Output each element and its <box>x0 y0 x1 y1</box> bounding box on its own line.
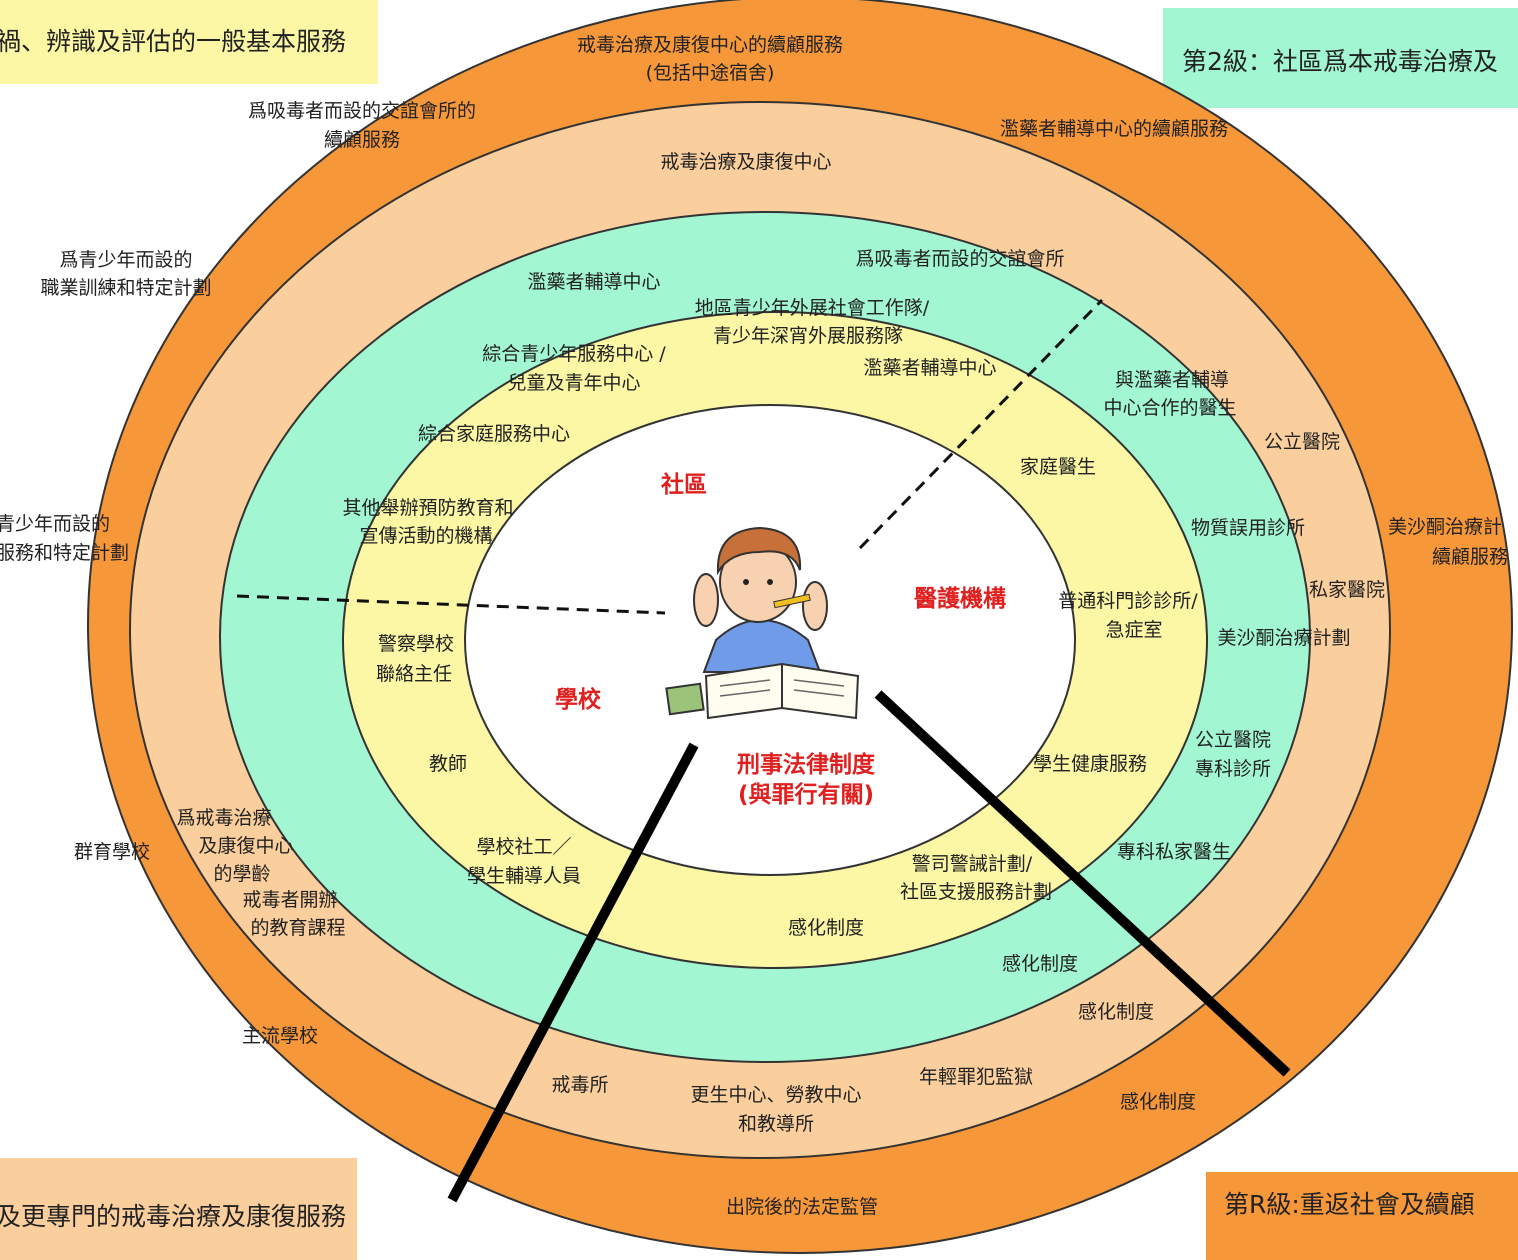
sector-community-label: 社區 <box>661 471 707 498</box>
ring3-school-item: 的學齡 <box>213 863 270 885</box>
sector-justice-label-line1: 刑事法律制度 <box>737 751 876 778</box>
ring4-medical-item: 續顧服務 <box>1432 546 1508 568</box>
ring2-community-item: 地區青少年外展社會工作隊/ <box>695 297 930 319</box>
ring4-school-item: 主流學校 <box>242 1025 318 1047</box>
legend-level1-box <box>0 0 378 84</box>
ring1-school-item: 教師 <box>429 753 467 775</box>
ring4-medical-item: 美沙酮治療計 <box>1388 516 1502 538</box>
legend-level2-box <box>1163 8 1518 108</box>
ring2-medical-item: 美沙酮治療計劃 <box>1217 627 1350 649</box>
ring3-justice-item: 更生中心、勞教中心 <box>690 1084 861 1106</box>
ring3-justice-item: 戒毒所 <box>551 1074 608 1096</box>
sector-medical-label: 醫護機構 <box>914 585 1006 612</box>
legend-level3-text: 及更專門的戒毒治療及康復服務 <box>0 1202 346 1231</box>
ring2-medical-item: 公立醫院 <box>1195 729 1271 751</box>
ring4-justice-item: 出院後的法定監管 <box>726 1196 878 1218</box>
ring4-community-item: 續顧服務 <box>324 129 400 151</box>
ring1-community-item: 綜合家庭服務中心 <box>418 423 570 445</box>
ring2-community-item: 青少年深宵外展服務隊 <box>713 325 903 347</box>
sector-justice-label-line2: (與罪行有關) <box>738 781 874 808</box>
ring3-school-item: 戒毒者開辦 <box>242 889 337 911</box>
divider-medical-justice <box>874 690 1291 1077</box>
sector-school-label: 學校 <box>555 686 602 713</box>
legend-level3-box <box>0 1158 357 1260</box>
ring4-left-item: 服務和特定計劃 <box>0 542 129 564</box>
ring2-medical-item: 物質誤用診所 <box>1191 517 1305 539</box>
ring3-community-item: 爲吸毒者而設的交誼會所 <box>855 248 1064 270</box>
ring1-justice-item: 警司警誡計劃/ <box>912 853 1033 875</box>
ring4-community-item: 戒毒治療及康復中心的續顧服務 <box>577 34 843 56</box>
legend-level2-text: 第2級：社區爲本戒毒治療及 <box>1182 47 1498 76</box>
ring2-medical-item: 中心合作的醫生 <box>1103 397 1236 419</box>
legend-levelR-text: 第R級:重返社會及續顧 <box>1224 1190 1475 1219</box>
ring4-community-item: 職業訓練和特定計劃 <box>40 277 211 299</box>
ring1-medical-item: 普通科門診診所/ <box>1058 590 1198 612</box>
ring3-medical-item: 私家醫院 <box>1309 579 1385 601</box>
ring3-school-item: 及康復中心 <box>198 835 293 857</box>
ring3-school-item: 爲戒毒治療 <box>176 807 271 829</box>
divider-community-medical <box>858 298 1104 550</box>
ring1-community-item: 宣傳活動的機構 <box>359 525 492 547</box>
ring2-community-item: 濫藥者輔導中心 <box>527 271 660 293</box>
ring1-medical-item: 急症室 <box>1105 619 1162 641</box>
ring3-justice-item: 年輕罪犯監獄 <box>919 1066 1033 1088</box>
ring3-justice-item: 和教導所 <box>738 1113 814 1135</box>
ring4-community-item: 爲青少年而設的 <box>59 249 192 271</box>
ring3-medical-item: 公立醫院 <box>1264 431 1340 453</box>
ring1-school-item: 學校社工／ <box>476 836 571 858</box>
ring1-school-item: 學生輔導人員 <box>467 865 581 887</box>
ring1-community-item: 其他舉辦預防教育和 <box>342 497 513 519</box>
ring1-school-item: 聯絡主任 <box>376 663 452 685</box>
ring1-justice-item: 感化制度 <box>788 917 864 939</box>
ring2-medical-item: 專科診所 <box>1195 758 1271 780</box>
ring4-community-item: 爲吸毒者而設的交誼會所的 <box>248 100 476 122</box>
ring4-justice-item: 感化制度 <box>1120 1091 1196 1113</box>
ring1-medical-item: 學生健康服務 <box>1033 753 1147 775</box>
ring2-justice-item: 感化制度 <box>1002 953 1078 975</box>
student-studying-icon <box>665 526 860 720</box>
ring2-community-item: 濫藥者輔導中心 <box>863 357 996 379</box>
ring3-school-item: 的教育課程 <box>250 917 345 939</box>
ring2-medical-item: 與濫藥者輔導 <box>1115 369 1229 391</box>
ring1-medical-item: 家庭醫生 <box>1020 456 1096 478</box>
ring2-community-item: 綜合青少年服務中心 / <box>482 343 666 365</box>
ring4-community-item: (包括中途宿舍) <box>646 62 775 84</box>
ring3-justice-item: 感化制度 <box>1078 1001 1154 1023</box>
divider-school-justice <box>447 742 699 1203</box>
legend-level1-text: 禍、辨識及評估的一般基本服務 <box>0 27 346 56</box>
ring2-medical-item: 專科私家醫生 <box>1117 841 1231 863</box>
ring3-community-item: 戒毒治療及康復中心 <box>660 151 831 173</box>
legend-levelR-box <box>1206 1172 1518 1260</box>
ring1-school-item: 警察學校 <box>378 633 454 655</box>
ring2-community-item: 兒童及青年中心 <box>507 372 640 394</box>
ring4-school-item: 群育學校 <box>74 841 150 863</box>
divider-community-school <box>236 594 666 615</box>
ring4-left-item: 青少年而設的 <box>0 513 110 535</box>
ring1-justice-item: 社區支援服務計劃 <box>900 881 1052 903</box>
ring4-community-item: 濫藥者輔導中心的續顧服務 <box>1000 118 1228 140</box>
